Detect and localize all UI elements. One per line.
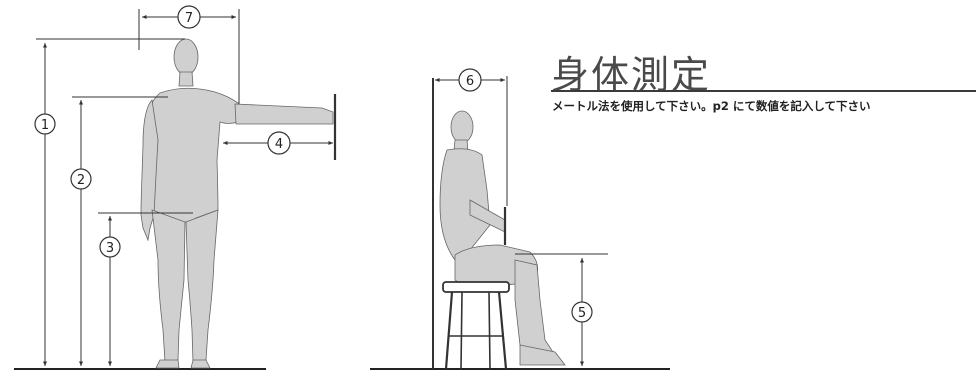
callout-7: 7 (177, 5, 201, 29)
callout-7-label: 7 (185, 11, 193, 26)
callout-4: 4 (267, 131, 291, 155)
callout-5: 5 (571, 301, 593, 323)
callout-1: 1 (34, 113, 56, 135)
callout-5-label: 5 (578, 306, 586, 321)
callout-3-label: 3 (106, 241, 114, 256)
callout-3: 3 (99, 236, 121, 258)
callout-6: 6 (458, 68, 482, 92)
standing-figure (140, 38, 334, 369)
callout-2-label: 2 (77, 173, 85, 188)
title-rule (551, 90, 976, 92)
title: 身体測定 (551, 53, 712, 97)
stool (442, 281, 510, 370)
seated-figure (439, 110, 566, 366)
callout-2: 2 (70, 168, 92, 190)
callout-4-label: 4 (275, 137, 283, 152)
instruction-text: メートル法を使用して下さい。p2 にて数値を記入して下さい (552, 99, 871, 113)
callout-1-label: 1 (41, 118, 49, 133)
callout-6-label: 6 (466, 74, 474, 89)
